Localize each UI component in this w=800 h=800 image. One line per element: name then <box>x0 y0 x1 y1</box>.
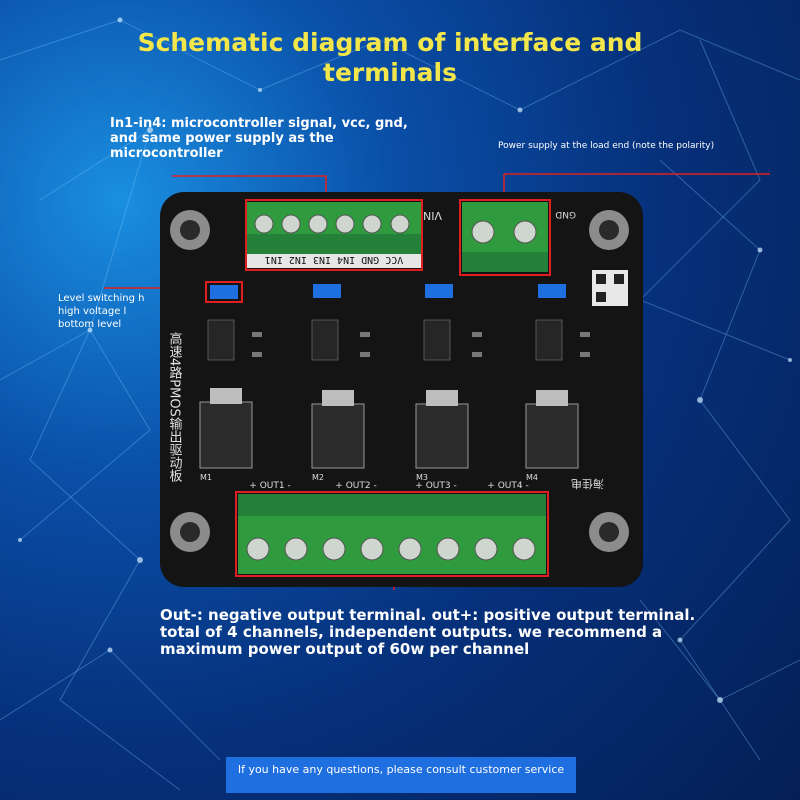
svg-text:M1: M1 <box>200 473 212 482</box>
level-jumpers <box>205 281 566 303</box>
power-terminal-block <box>462 202 548 272</box>
driver-board: VCC GND IN4 IN3 IN2 IN1 VIN GND 高速4路PMOS… <box>160 192 643 587</box>
input-terminal-block: VCC GND IN4 IN3 IN2 IN1 <box>246 202 422 268</box>
svg-text:M3: M3 <box>416 473 428 482</box>
out3-label: + OUT3 - <box>415 481 456 491</box>
level-switch-caption: Level switching h high voltage l bottom … <box>58 293 145 330</box>
vin-label: VIN <box>423 209 442 222</box>
mounting-hole-icon <box>170 210 629 552</box>
out2-label: + OUT2 - <box>335 481 376 491</box>
gnd-label: GND <box>555 209 576 219</box>
page-title: Schematic diagram of interface and termi… <box>137 28 643 87</box>
output-highlight-box <box>235 491 549 577</box>
board-name: 高速4路PMOS输出驱动板 <box>167 331 183 483</box>
output-terminal-caption: Out-: negative output terminal. out+: po… <box>160 606 696 658</box>
contact-banner: If you have any questions, please consul… <box>226 757 576 793</box>
power-terminal-caption: Power supply at the load end (note the p… <box>498 141 715 151</box>
svg-text:M4: M4 <box>526 473 538 482</box>
svg-text:M2: M2 <box>312 473 324 482</box>
input-terminal-caption: In1-in4: microcontroller signal, vcc, gn… <box>110 116 408 161</box>
output-terminal-block <box>238 494 546 574</box>
power-highlight-box <box>459 199 551 276</box>
out4-label: + OUT4 - <box>487 481 528 491</box>
out1-label: + OUT1 - <box>249 481 290 491</box>
pcb <box>160 192 643 587</box>
svg-text:VCC GND IN4 IN3 IN2 IN1: VCC GND IN4 IN3 IN2 IN1 <box>265 254 403 265</box>
mosfets: M1 M2 M3 M4 <box>199 388 579 482</box>
input-highlight-box <box>245 199 423 271</box>
brand-label: 海佳电 <box>571 477 604 491</box>
